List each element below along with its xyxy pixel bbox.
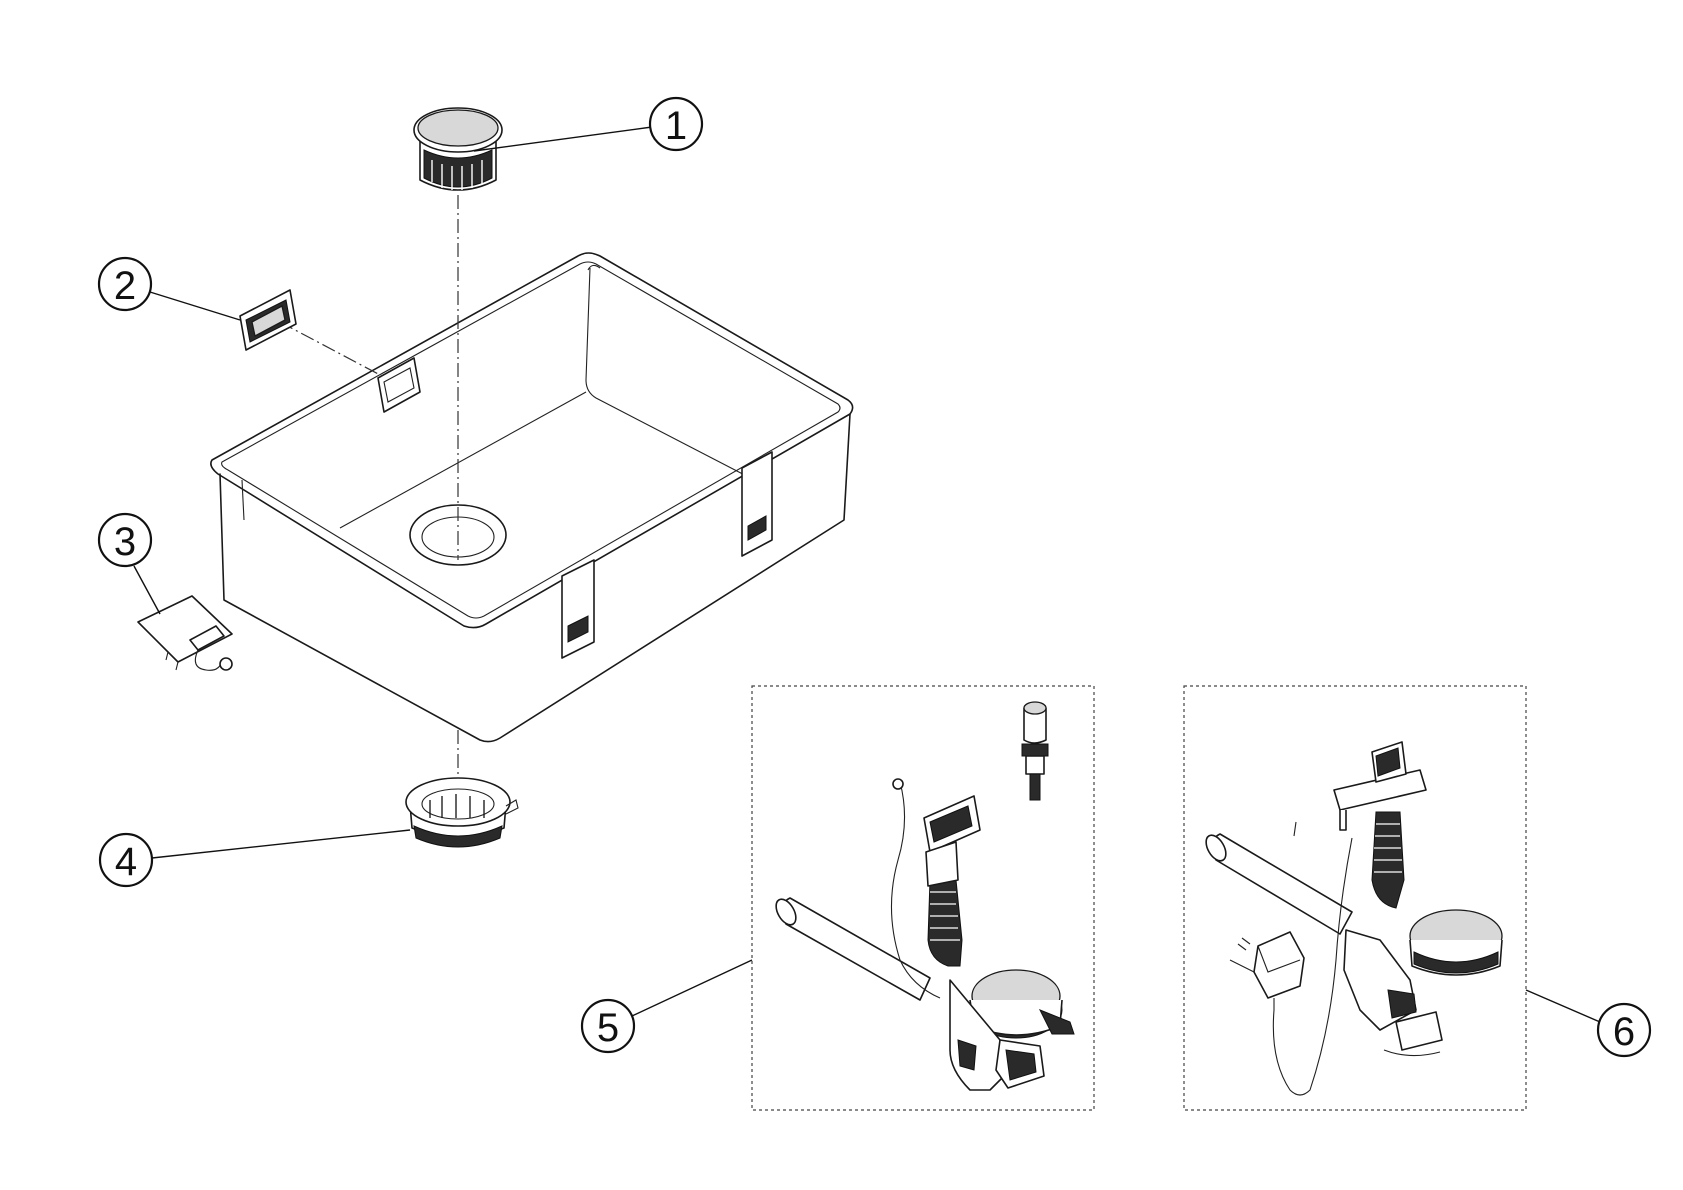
callout-5-circle [580, 998, 636, 1054]
callout-4: 4 [98, 829, 411, 888]
callout-1-label: 1 [665, 104, 687, 148]
electric-waste-kit-icon [1183, 685, 1527, 1111]
overflow-cover-icon [239, 289, 297, 351]
drain-basket-icon [405, 777, 519, 848]
callout-3-label: 3 [114, 520, 136, 564]
callout-2-circle [97, 256, 153, 312]
callout-3: 3 [97, 512, 161, 615]
callout-5-label: 5 [597, 1006, 619, 1050]
mounting-clip-icon [137, 595, 233, 671]
callout-6: 6 [1525, 989, 1652, 1058]
assembly-axis-lines [279, 195, 459, 800]
callout-2: 2 [97, 256, 241, 321]
drain-plug-icon [413, 107, 503, 191]
callout-4-circle [98, 832, 154, 888]
callout-6-circle [1596, 1002, 1652, 1058]
callout-1-circle [648, 96, 704, 152]
callout-1: 1 [473, 96, 704, 152]
callout-5: 5 [580, 959, 753, 1054]
callout-4-label: 4 [115, 840, 137, 884]
manual-waste-kit-icon [751, 685, 1095, 1111]
callout-3-circle [97, 512, 153, 568]
callout-2-label: 2 [114, 264, 136, 308]
callout-6-label: 6 [1613, 1010, 1635, 1054]
sink-bowl [210, 252, 854, 743]
